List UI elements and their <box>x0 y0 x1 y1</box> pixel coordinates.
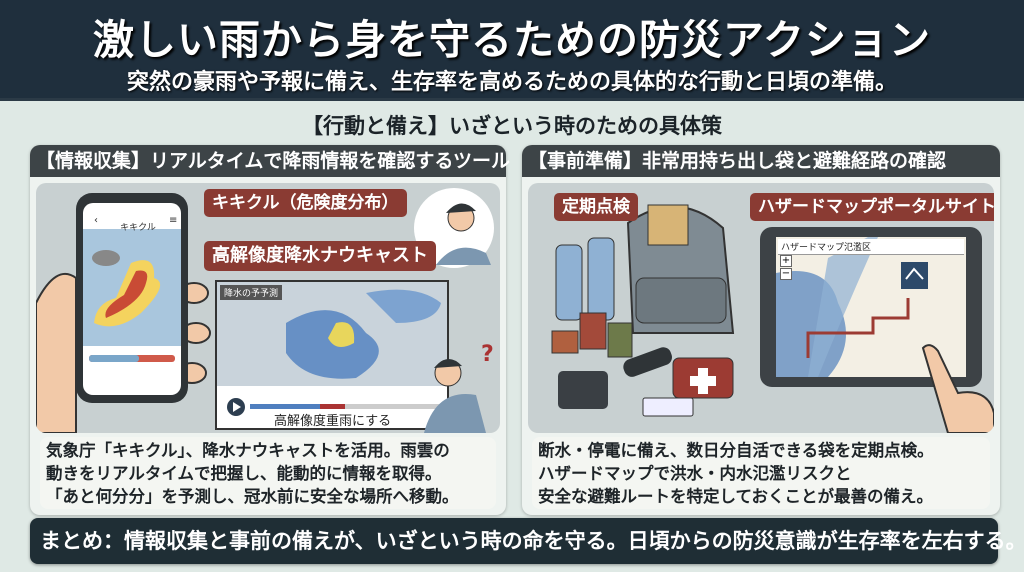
text-line: 「あと何分分」を予測し、冠水前に安全な場所へ移動。 <box>46 487 459 506</box>
canned-food-icon <box>551 312 633 358</box>
emergency-kit-illustration <box>551 204 994 433</box>
info-description: 気象庁「キキクル」、降水ナウキャストを活用。雨雲の 動きをリアルタイムで把握し、… <box>40 437 496 509</box>
summary-bar: まとめ：情報収集と事前の備えが、いざという時の命を守る。日頃からの防災意識が生存… <box>30 518 1024 564</box>
text-line: 安全な避難ルートを特定しておくことが最善の備え。 <box>538 487 934 506</box>
tablet-title: ハザードマップ氾濫区 <box>778 239 964 255</box>
text-line: 動きをリアルタイムで把握し、能動的に情報を取得。 <box>46 464 442 483</box>
info-gathering-panel: 【情報収集】リアルタイムで降雨情報を確認するツール ‹ ≡ <box>30 145 510 515</box>
header-banner <box>0 0 1024 101</box>
preparation-illustration: 定期点検 ハザードマップポータルサイト ハザードマップ氾濫区 + − <box>528 183 994 433</box>
panel-heading: 【事前準備】非常用持ち出し袋と避難経路の確認 <box>522 145 1000 177</box>
player-label[interactable]: 高解像度重雨にする <box>274 414 392 429</box>
tag-nowcast: 高解像度降水ナウキャスト <box>204 241 436 271</box>
rain-tools-illustration: ‹ ≡ ? <box>36 188 494 433</box>
text-line: 気象庁「キキクル」、降水ナウキャストを活用。雨雲の <box>46 441 450 460</box>
map-label: 降水の予予測 <box>220 285 283 300</box>
preparation-description: 断水・停電に備え、数日分自活できる袋を定期点検。 ハザードマップで洪水・内水氾濫… <box>532 437 990 509</box>
pointing-hand-icon <box>921 344 994 433</box>
info-illustration: ‹ ≡ ? キキクル キキクル（危険度分布） <box>36 183 500 433</box>
panel-heading: 【情報収集】リアルタイムで降雨情報を確認するツール <box>30 145 510 177</box>
text-line: 断水・停電に備え、数日分自活できる袋を定期点検。 <box>538 441 934 460</box>
page-title: 激しい雨から身を守るための防災アクション <box>93 16 931 64</box>
tag-hazard-portal: ハザードマップポータルサイト <box>750 193 994 221</box>
preparation-panel: 【事前準備】非常用持ち出し袋と避難経路の確認 <box>522 145 1000 515</box>
water-bottle-icon <box>555 237 615 321</box>
tag-kikikuru: キキクル（危険度分布） <box>204 189 407 217</box>
zoom-out-button[interactable]: − <box>780 268 792 280</box>
svg-text:‹: ‹ <box>94 215 98 226</box>
phone-app-title: キキクル <box>120 223 156 233</box>
page-subtitle: 突然の豪雨や予報に備え、生存率を高めるための具体的な行動と日頃の準備。 <box>126 70 897 95</box>
svg-text:≡: ≡ <box>169 215 177 226</box>
smartphone-icon: ‹ ≡ <box>76 193 188 403</box>
flashlight-icon <box>623 347 672 377</box>
backpack-icon <box>626 204 735 334</box>
hand-icon <box>36 272 77 433</box>
section-heading: 【行動と備え】いざという時のための具体策 <box>302 114 722 138</box>
radio-icon <box>558 371 608 409</box>
text-line: ハザードマップで洪水・内水氾濫リスクと <box>538 464 852 483</box>
svg-text:?: ? <box>481 342 494 367</box>
zoom-in-button[interactable]: + <box>780 255 792 267</box>
tag-regular-check: 定期点検 <box>554 193 638 221</box>
